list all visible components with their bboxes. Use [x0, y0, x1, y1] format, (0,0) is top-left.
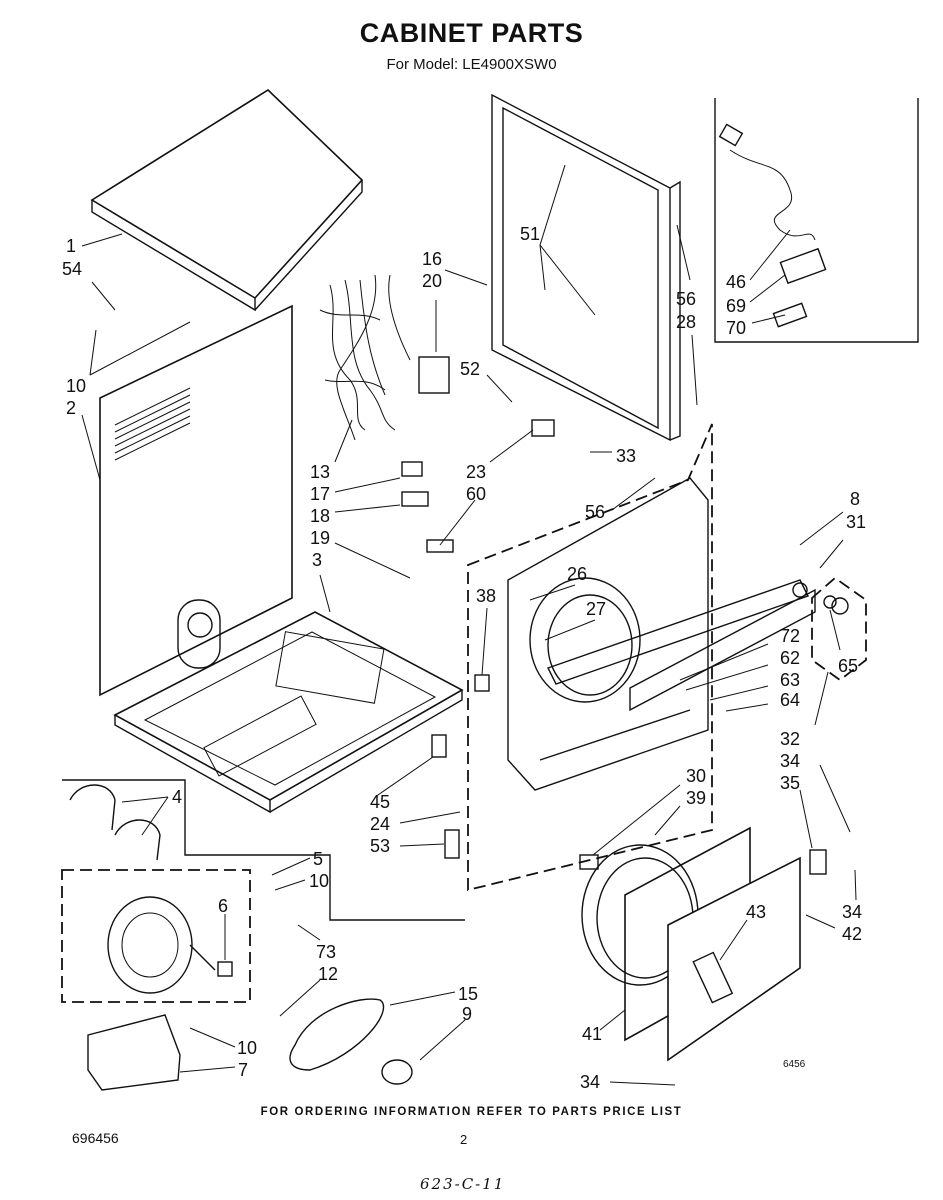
clip-38: [474, 674, 490, 692]
callout-23: 23: [466, 462, 486, 482]
callout-28: 28: [676, 312, 696, 332]
callout-62: 62: [780, 648, 800, 668]
rear-panel: [507, 477, 709, 791]
document-number: 696456: [72, 1130, 119, 1146]
base-frame: [113, 611, 464, 814]
callout-16: 16: [422, 249, 442, 269]
callout-12: 12: [318, 964, 338, 984]
callout-34: 34: [780, 751, 800, 771]
callout-26: 26: [567, 564, 587, 584]
callout-labels: 1 54 10 2 16 20 51 56 28 46 69 70 52 13 …: [62, 224, 866, 1092]
callout-5: 5: [313, 849, 323, 869]
callout-39: 39: [686, 788, 706, 808]
callout-27: 27: [586, 599, 606, 619]
wiring-harness: [319, 274, 411, 441]
top-panel: [90, 88, 364, 312]
motor-region-outline: [62, 779, 465, 921]
callout-45: 45: [370, 792, 390, 812]
side-panel: [99, 304, 293, 697]
drive-belt: [289, 998, 385, 1071]
callout-53: 53: [370, 836, 390, 856]
switch-18: [401, 491, 429, 507]
callout-41: 41: [582, 1024, 602, 1044]
callout-33: 33: [616, 446, 636, 466]
callout-24: 24: [370, 814, 390, 834]
callout-38: 38: [476, 586, 496, 606]
callout-70: 70: [726, 318, 746, 338]
callout-1: 1: [66, 236, 76, 256]
door-assembly: [581, 826, 801, 1062]
callout-42: 42: [842, 924, 862, 944]
callout-4: 4: [172, 787, 182, 807]
callout-46: 46: [726, 272, 746, 292]
callout-65: 65: [838, 656, 858, 676]
switch-60: [426, 539, 454, 553]
switch-17: [401, 461, 423, 477]
callout-8: 8: [850, 489, 860, 509]
knob-outline: [811, 576, 867, 682]
handwritten-note: 623-C-11: [420, 1175, 506, 1193]
callout-32: 32: [780, 729, 800, 749]
capacitor-6: [217, 961, 233, 977]
figure-code: 6456: [783, 1059, 806, 1070]
callout-2: 2: [66, 398, 76, 418]
callout-34b: 34: [842, 902, 862, 922]
back-panel-outline: [467, 423, 713, 892]
control-panel: [547, 579, 816, 712]
motor-assembly-outline: [61, 869, 251, 1003]
callout-15: 15: [458, 984, 478, 1004]
callout-34c: 34: [580, 1072, 600, 1092]
thermostat-20: [418, 356, 450, 394]
foot-45: [431, 734, 447, 758]
callout-73: 73: [316, 942, 336, 962]
callout-13: 13: [310, 462, 330, 482]
clip-53: [444, 829, 460, 859]
callout-19: 19: [310, 528, 330, 548]
callout-18: 18: [310, 506, 330, 526]
callout-17: 17: [310, 484, 330, 504]
callout-31: 31: [846, 512, 866, 532]
callout-72: 72: [780, 626, 800, 646]
callout-69: 69: [726, 296, 746, 316]
callout-60: 60: [466, 484, 486, 504]
ordering-footer: FOR ORDERING INFORMATION REFER TO PARTS …: [260, 1106, 683, 1118]
catch-30: [579, 854, 599, 870]
motor-clips: [69, 784, 161, 861]
callout-56b: 56: [585, 502, 605, 522]
callout-30: 30: [686, 766, 706, 786]
callout-43: 43: [746, 902, 766, 922]
callout-9: 9: [462, 1004, 472, 1024]
callout-10c: 10: [237, 1038, 257, 1058]
page-title: CABINET PARTS: [359, 18, 584, 48]
callout-10b: 10: [309, 871, 329, 891]
page-number: 2: [460, 1132, 468, 1147]
callout-63: 63: [780, 670, 800, 690]
callout-7: 7: [238, 1060, 248, 1080]
callout-35: 35: [780, 773, 800, 793]
callout-20: 20: [422, 271, 442, 291]
callout-3: 3: [312, 550, 322, 570]
callout-52: 52: [460, 359, 480, 379]
callout-64: 64: [780, 690, 800, 710]
hinge-35: [809, 849, 827, 875]
power-cord-box: [714, 98, 919, 343]
callout-54: 54: [62, 259, 82, 279]
leader-lines: [81, 164, 857, 1086]
callout-6: 6: [218, 896, 228, 916]
front-frame: [491, 93, 681, 442]
idler-pulley: [381, 1059, 413, 1085]
motor-mount: [87, 1014, 181, 1091]
model-subtitle: For Model: LE4900XSW0: [386, 56, 557, 73]
callout-56: 56: [676, 289, 696, 309]
callout-10: 10: [66, 376, 86, 396]
motor: [107, 896, 216, 994]
bracket-23: [531, 419, 555, 437]
callout-51: 51: [520, 224, 540, 244]
small-parts: [217, 356, 827, 977]
